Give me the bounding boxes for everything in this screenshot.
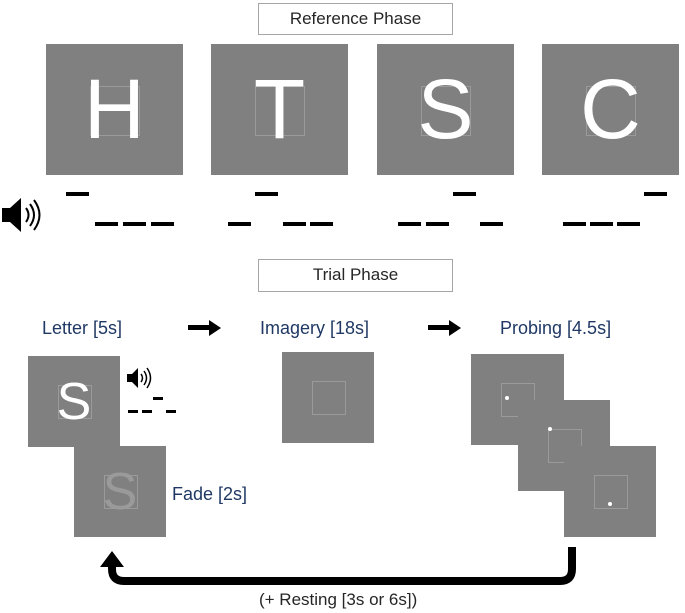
step-label-imagery: Imagery [18s]	[260, 318, 370, 338]
stimulus-letter: S	[417, 62, 474, 156]
tone-dash-low	[283, 222, 306, 226]
step-label-fade: Fade [2s]	[172, 484, 248, 504]
reference-stimulus-s: S	[377, 44, 514, 175]
reference-stimulus-c: C	[542, 44, 679, 175]
tone-dash-high	[644, 192, 667, 196]
probe-dot	[505, 396, 509, 400]
faded-letter: S	[102, 462, 138, 521]
stimulus-letter: C	[580, 62, 641, 156]
tone-dash-low	[310, 222, 333, 226]
tone-dash-low	[228, 222, 251, 226]
tone-dash-low	[166, 410, 176, 413]
stimulus-letter: S	[56, 372, 92, 431]
tone-dash-low	[128, 410, 138, 413]
probe-dot	[608, 502, 612, 506]
tone-dash-low	[480, 222, 503, 226]
stimulus-inner-frame	[312, 381, 346, 415]
reference-phase-title: Reference Phase	[258, 3, 453, 35]
stimulus-letter: H	[84, 62, 145, 156]
probe-dot	[548, 427, 552, 431]
tone-dash-low	[617, 222, 640, 226]
tone-dash-low	[95, 222, 118, 226]
tone-dash-high	[153, 397, 163, 400]
stimulus-inner-frame	[421, 86, 471, 136]
resting-caption: (+ Resting [3s or 6s])	[259, 590, 418, 609]
stimulus-inner-frame	[104, 475, 138, 509]
speaker-icon	[127, 367, 152, 389]
trial-phase-title: Trial Phase	[258, 259, 453, 292]
tone-dash-low	[142, 410, 152, 413]
stimulus-inner-frame	[586, 86, 636, 136]
reference-stimulus-h: H	[46, 44, 183, 175]
probe-stimulus-3	[564, 446, 656, 537]
reference-stimulus-t: T	[211, 44, 348, 175]
tone-dash-low	[398, 222, 421, 226]
tone-dash-low	[123, 222, 146, 226]
fade-stimulus: S	[74, 446, 166, 537]
stimulus-inner-frame	[255, 86, 305, 136]
stimulus-inner-frame	[90, 86, 140, 136]
tone-dash-low	[590, 222, 613, 226]
imagery-stimulus	[282, 352, 374, 443]
stimulus-inner-frame	[58, 385, 92, 419]
tone-dash-high	[66, 192, 89, 196]
tone-dash-low	[563, 222, 586, 226]
stimulus-letter: T	[253, 62, 306, 156]
tone-dash-high	[255, 192, 278, 196]
step-label-letter: Letter [5s]	[42, 318, 123, 338]
tone-dash-low	[426, 222, 449, 226]
step-label-probing: Probing [4.5s]	[500, 318, 612, 338]
tone-dash-high	[453, 192, 476, 196]
tone-dash-low	[151, 222, 174, 226]
speaker-icon	[2, 198, 41, 232]
stimulus-inner-frame	[594, 475, 628, 509]
trial-letter-stimulus: S	[28, 356, 120, 447]
loop-arrow-icon	[100, 547, 576, 585]
